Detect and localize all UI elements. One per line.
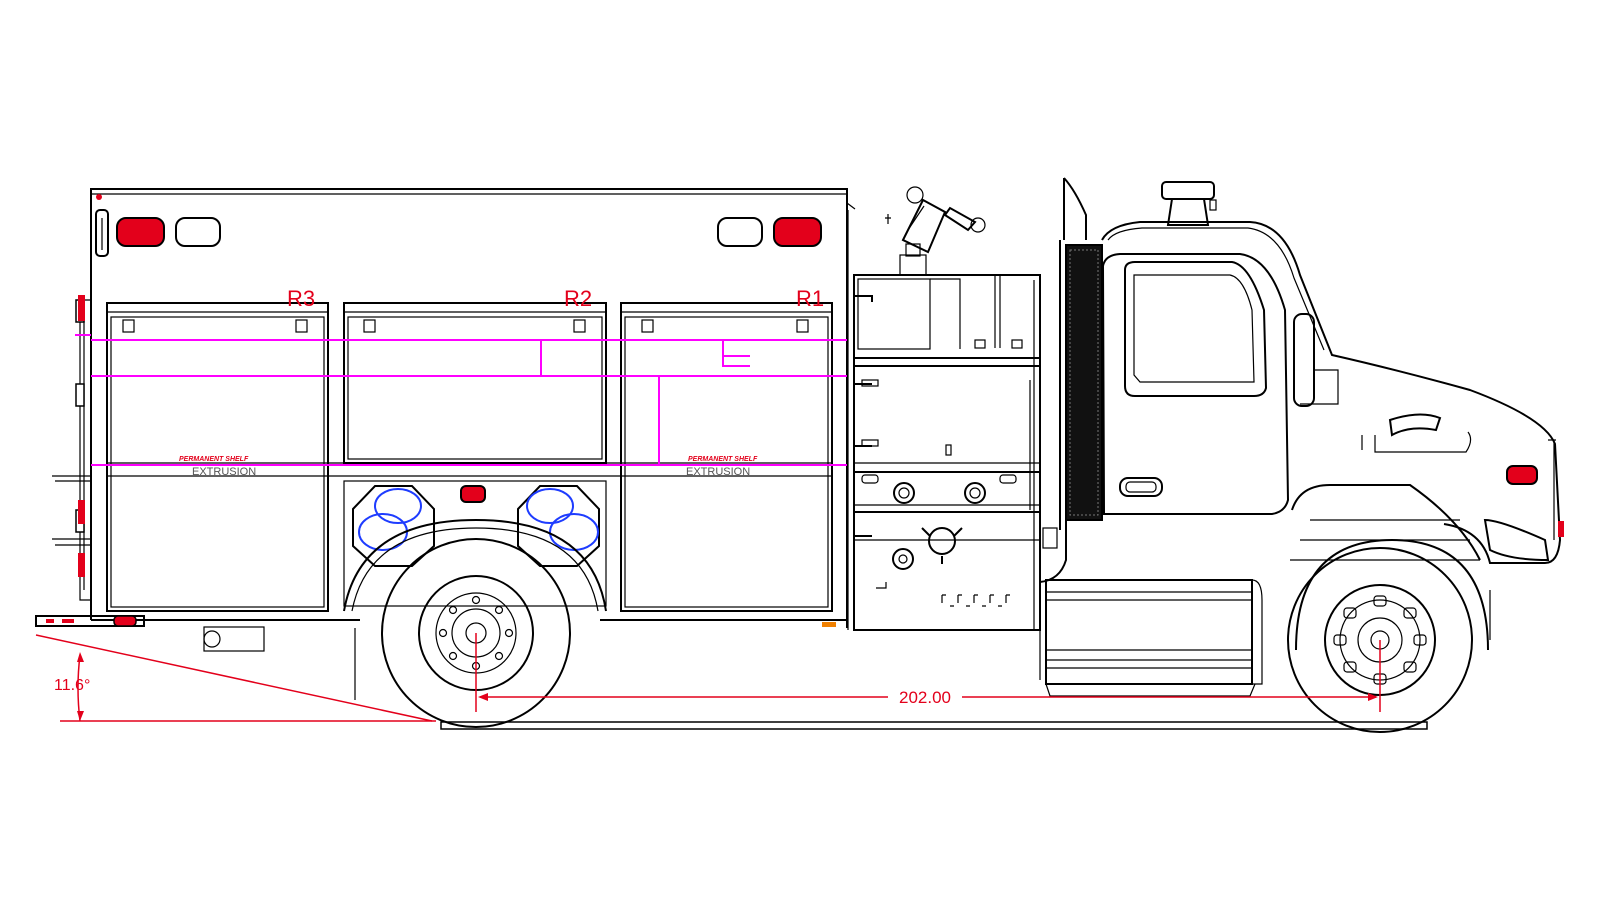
compartment-label-r1: R1 — [796, 286, 824, 311]
roof-beacon — [1161, 181, 1215, 200]
rear-upper-red-light-left — [116, 217, 165, 247]
compartment-r3 — [106, 302, 329, 612]
deck-gun-monitor — [885, 186, 986, 276]
departure-angle-value: 11.6° — [54, 677, 90, 694]
small-gauge — [892, 548, 914, 570]
compartment-label-r2: R2 — [564, 286, 592, 311]
rear-grab-handle — [95, 209, 109, 257]
discharge-cap-left — [893, 482, 915, 504]
rear-step-bumper — [35, 615, 145, 627]
apparatus-body: R3 R2 R1 PERMANENT SHELF PERMANENT SHELF… — [35, 188, 856, 700]
permanent-shelf-label-right: PERMANENT SHELF — [688, 456, 758, 463]
compartment-r1 — [620, 302, 833, 612]
front-upper-red-light-right — [773, 217, 822, 247]
front-upper-clear-light-right — [717, 217, 763, 247]
extrusion-label-left: EXTRUSION — [192, 466, 256, 478]
front-side-red-light — [1506, 465, 1538, 485]
departure-angle-dimension: 11.6° — [35, 634, 436, 722]
rear-upper-clear-light-left — [175, 217, 221, 247]
intake-cap — [928, 527, 956, 555]
permanent-shelf-label-left: PERMANENT SHELF — [179, 456, 249, 463]
cab — [1039, 177, 1564, 697]
door-handle — [1119, 477, 1163, 497]
cab-door-outline — [1101, 253, 1290, 515]
cab-step-box — [1045, 579, 1253, 685]
scba-cylinder-compartment — [343, 480, 607, 607]
ground-line — [440, 721, 1428, 730]
compartment-label-r3: R3 — [287, 286, 315, 311]
extrusion-label-right: EXTRUSION — [686, 466, 750, 478]
side-marker-red-light — [460, 485, 486, 503]
wheelbase-value: 202.00 — [899, 688, 951, 707]
side-mirror — [1293, 313, 1315, 407]
wheelbase-dimension: 202.00 — [475, 633, 1381, 712]
rear-marker-amber — [822, 622, 836, 627]
pump-panel — [847, 186, 1041, 631]
discharge-cap-right — [964, 482, 986, 504]
cab-door-window — [1124, 261, 1268, 397]
compartment-r2 — [343, 302, 607, 464]
plumbing-lines — [75, 334, 847, 466]
air-intake-grille — [1065, 244, 1103, 521]
